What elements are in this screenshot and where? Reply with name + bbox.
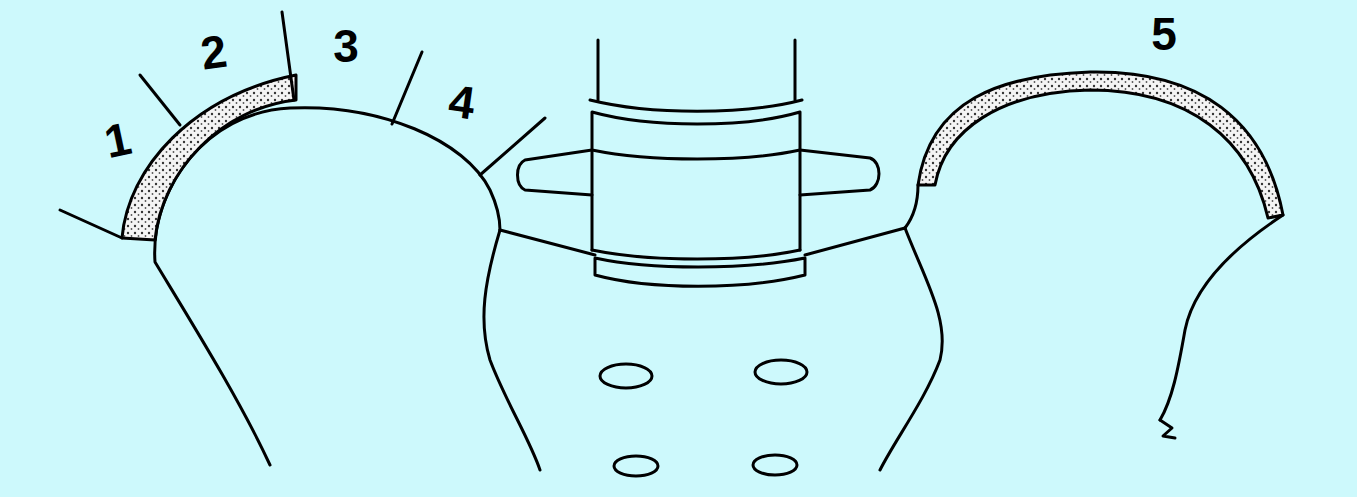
callout-number: 5: [1151, 11, 1177, 57]
callout-number: 4: [446, 77, 478, 126]
callout-number: 2: [198, 27, 230, 76]
callout-number: 1: [101, 115, 136, 165]
callout-number: 3: [333, 23, 359, 69]
